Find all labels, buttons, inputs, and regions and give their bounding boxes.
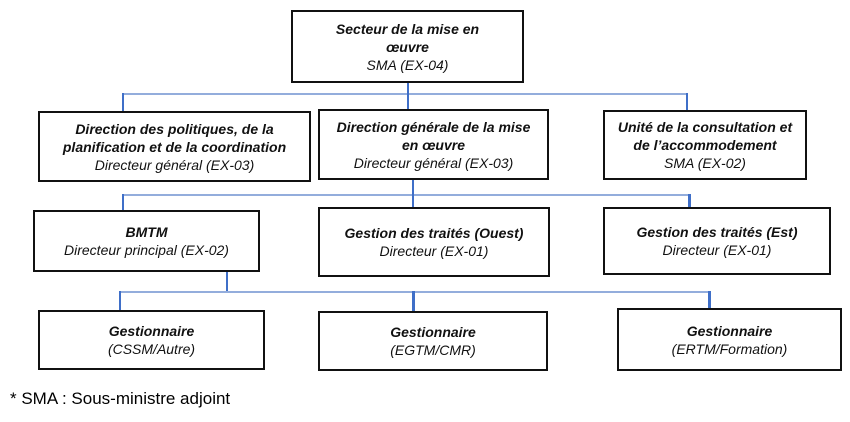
node-subtitle: (ERTM/Formation) — [671, 340, 788, 357]
footnote-sma: * SMA : Sous-ministre adjoint — [10, 389, 231, 408]
node-subtitle: Directeur (EX-01) — [662, 242, 772, 258]
connector-drop-gto — [412, 194, 414, 207]
org-node-gestion-traites-ouest: Gestion des traités (Ouest) Directeur (E… — [318, 207, 550, 277]
connector-stub-dgmo — [412, 180, 414, 194]
node-title: Gestionnaire — [108, 323, 195, 339]
node-title: Direction des politiques, de la planific… — [62, 120, 287, 155]
connector-drop-g2 — [412, 291, 415, 311]
connector-drop-g1 — [119, 291, 121, 310]
node-title: BMTM — [125, 224, 168, 240]
node-title: Gestion des traités (Ouest) — [344, 225, 524, 241]
org-node-unite-consultation-accommodement: Unité de la consultation et de l’accommo… — [603, 110, 807, 180]
connector-drop-uca — [686, 93, 688, 111]
node-subtitle: Directeur général (EX-03) — [94, 156, 255, 173]
org-node-gestion-traites-est: Gestion des traités (Est) Directeur (EX-… — [603, 207, 831, 275]
connector-drop-dgmo — [407, 93, 409, 110]
node-title: Gestion des traités (Est) — [636, 224, 798, 240]
node-subtitle: SMA (EX-02) — [664, 155, 746, 171]
org-node-gestionnaire-egtm: Gestionnaire (EGTM/CMR) — [318, 311, 548, 371]
connector-stub-bmtm — [226, 272, 228, 291]
connector-drop-bmtm — [122, 194, 124, 210]
node-subtitle: SMA (EX-04) — [366, 56, 449, 73]
org-node-gestionnaire-ertm: Gestionnaire (ERTM/Formation) — [617, 308, 842, 371]
org-node-direction-generale-mise-en-oeuvre: Direction générale de la mise en œuvre D… — [318, 109, 549, 180]
node-subtitle: Directeur général (EX-03) — [353, 154, 514, 171]
org-node-gestionnaire-cssm: Gestionnaire (CSSM/Autre) — [38, 310, 265, 370]
connector-bus-1 — [122, 93, 688, 95]
node-subtitle: (CSSM/Autre) — [107, 341, 196, 357]
node-subtitle: Directeur (EX-01) — [379, 243, 489, 259]
node-title: Secteur de la mise en œuvre — [335, 20, 480, 55]
org-node-bmtm: BMTM Directeur principal (EX-02) — [33, 210, 260, 272]
connector-bus-2 — [122, 194, 690, 196]
node-title: Direction générale de la mise en œuvre — [336, 118, 531, 153]
node-title: Gestionnaire — [686, 322, 773, 339]
org-node-secteur-mise-en-oeuvre: Secteur de la mise en œuvre SMA (EX-04) — [291, 10, 524, 83]
node-title: Unité de la consultation et de l’accommo… — [617, 119, 793, 153]
node-subtitle: Directeur principal (EX-02) — [64, 242, 229, 258]
connector-drop-gte — [688, 194, 691, 207]
node-title: Gestionnaire — [390, 324, 476, 340]
connector-drop-g3 — [708, 291, 711, 308]
connector-stub-root — [407, 83, 409, 94]
node-subtitle: (EGTM/CMR) — [390, 342, 476, 358]
connector-drop-dppc — [122, 93, 124, 112]
org-node-direction-politiques: Direction des politiques, de la planific… — [38, 111, 311, 182]
